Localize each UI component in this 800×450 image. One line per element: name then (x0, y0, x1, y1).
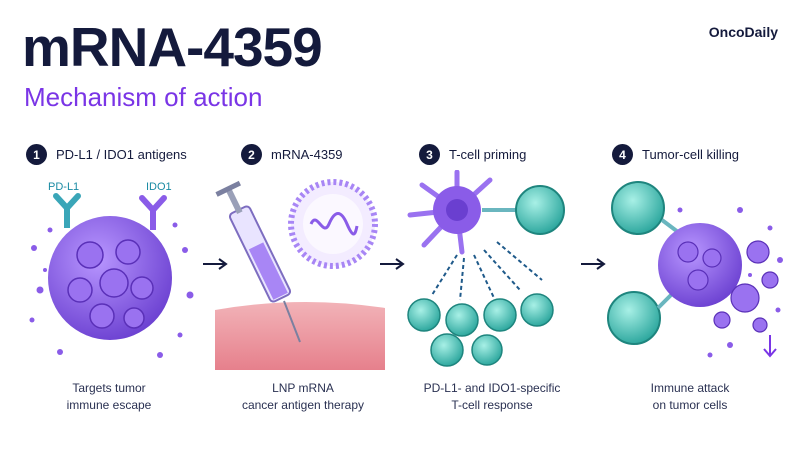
t-cell-clones (407, 293, 554, 367)
step-1-heading: 1 PD-L1 / IDO1 antigens (26, 144, 187, 165)
brand-logo: OncoDaily (708, 24, 778, 40)
tumor-fragments (677, 240, 779, 333)
ido1-receptor-icon (139, 195, 167, 230)
expansion-arrows (431, 241, 543, 301)
tumor-cell-illustration: PD-L1 IDO1 (29, 181, 194, 358)
step-1-number: 1 (26, 144, 47, 165)
page-title: mRNA-4359 (22, 16, 323, 78)
pdl1-receptor-icon (53, 193, 81, 228)
t-cell-icon (515, 185, 565, 235)
skin-layer (215, 301, 385, 370)
step-2-number: 2 (241, 144, 262, 165)
lnp-injection-illustration (215, 179, 385, 370)
flow-arrow-icon (581, 258, 606, 270)
step-3-title: T-cell priming (449, 147, 527, 162)
decrease-arrow-icon (763, 335, 777, 358)
page-subtitle: Mechanism of action (24, 82, 263, 112)
attack-link (660, 218, 680, 234)
step-4-caption: Immune attack on tumor cells (650, 381, 730, 412)
killer-t-cell-icon (607, 291, 661, 345)
debris-particles (677, 207, 783, 358)
flow-arrow-icon (380, 258, 405, 270)
syringe-icon (215, 180, 301, 343)
step-2-caption: LNP mRNA cancer antigen therapy (241, 381, 365, 412)
lnp-nanoparticle-icon (288, 179, 378, 269)
t-cell-priming-illustration (407, 170, 565, 367)
step-2-heading: 2 mRNA-4359 (241, 144, 343, 165)
killer-t-cell-icon (611, 181, 665, 235)
dendritic-cell-icon (407, 170, 493, 255)
step-1-title: PD-L1 / IDO1 antigens (56, 147, 187, 162)
step-1-caption: Targets tumor immune escape (66, 381, 152, 412)
tumor-cell-nuclei (67, 239, 154, 329)
step-2-title: mRNA-4359 (271, 147, 343, 162)
pdl1-label: PD-L1 (48, 181, 79, 193)
step-4-title: Tumor-cell killing (642, 147, 740, 162)
ido1-label: IDO1 (146, 181, 172, 193)
tumor-killing-illustration (607, 181, 783, 358)
dying-tumor-cell (658, 223, 742, 307)
step-4-number: 4 (612, 144, 633, 165)
step-3-heading: 3 T-cell priming (419, 144, 526, 165)
antigen-particles (29, 222, 194, 358)
step-3-number: 3 (419, 144, 440, 165)
flow-arrow-icon (203, 258, 228, 270)
step-4-heading: 4 Tumor-cell killing (612, 144, 739, 165)
step-3-caption: PD-L1- and IDO1-specific T-cell response (423, 381, 561, 412)
